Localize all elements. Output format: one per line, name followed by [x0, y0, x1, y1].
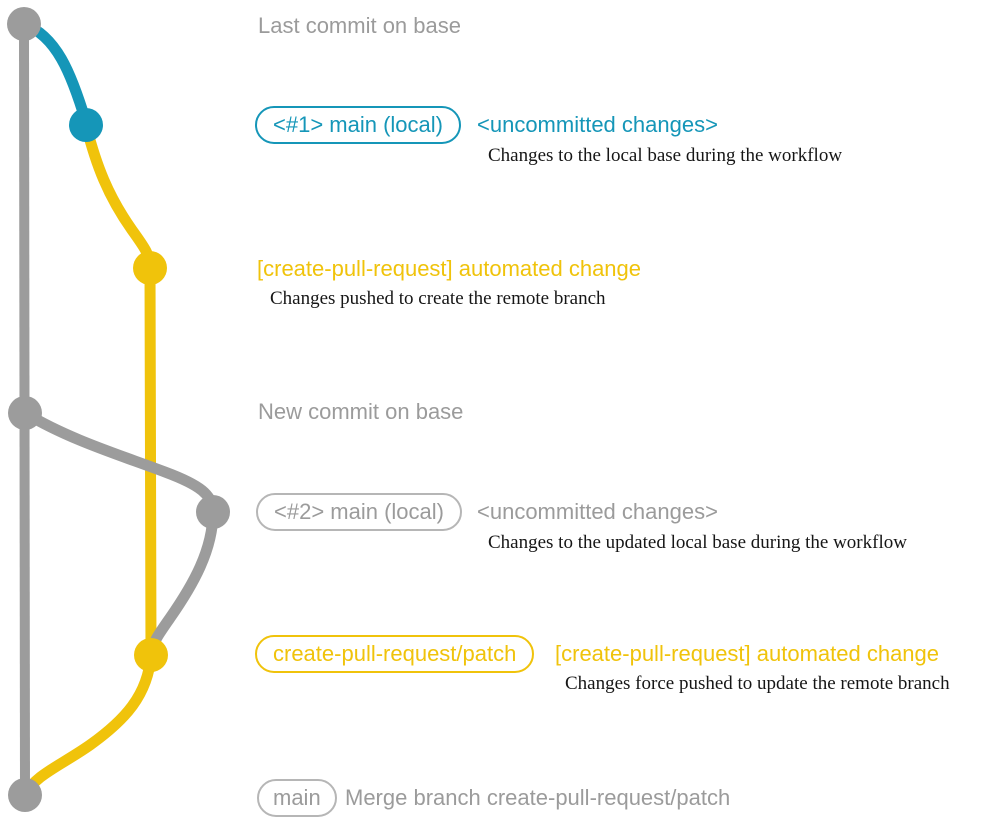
branch-label-patch: create-pull-request/patch [255, 635, 535, 673]
merge-curve [20, 654, 157, 798]
commit-node-patch-2 [134, 638, 168, 672]
branch-label-main-local-2: <#2> main (local) [256, 493, 462, 531]
branch-label-main-local-1: <#1> main (local) [255, 106, 461, 144]
commit-node-base-top [7, 7, 41, 41]
automated-change-heading-1: [create-pull-request] automated change [257, 256, 642, 281]
commit-nodes [7, 7, 230, 812]
automated-change-heading-2: [create-pull-request] automated change [555, 641, 940, 666]
commit-node-local-1 [69, 108, 103, 142]
commit-node-patch-1 [133, 251, 167, 285]
new-commit-heading: New commit on base [258, 399, 464, 424]
rebase-curve [22, 408, 219, 657]
uncommitted-changes-1: <uncommitted changes> [477, 112, 718, 137]
commit-node-local-2 [196, 495, 230, 529]
commit-node-merge [8, 778, 42, 812]
note-force-pushed: Changes force pushed to update the remot… [565, 673, 950, 694]
patch-branch-line [80, 123, 157, 656]
branch-label-main: main [257, 779, 337, 817]
merge-message: Merge branch create-pull-request/patch [345, 785, 731, 810]
last-commit-heading: Last commit on base [258, 13, 461, 38]
note-local-base: Changes to the local base during the wor… [488, 145, 843, 166]
note-pushed: Changes pushed to create the remote bran… [270, 288, 606, 309]
note-updated-base: Changes to the updated local base during… [488, 532, 907, 553]
local-changes-curve [21, 18, 92, 124]
commit-graph [7, 7, 230, 812]
uncommitted-changes-2: <uncommitted changes> [477, 499, 718, 524]
commit-node-base-new [8, 396, 42, 430]
